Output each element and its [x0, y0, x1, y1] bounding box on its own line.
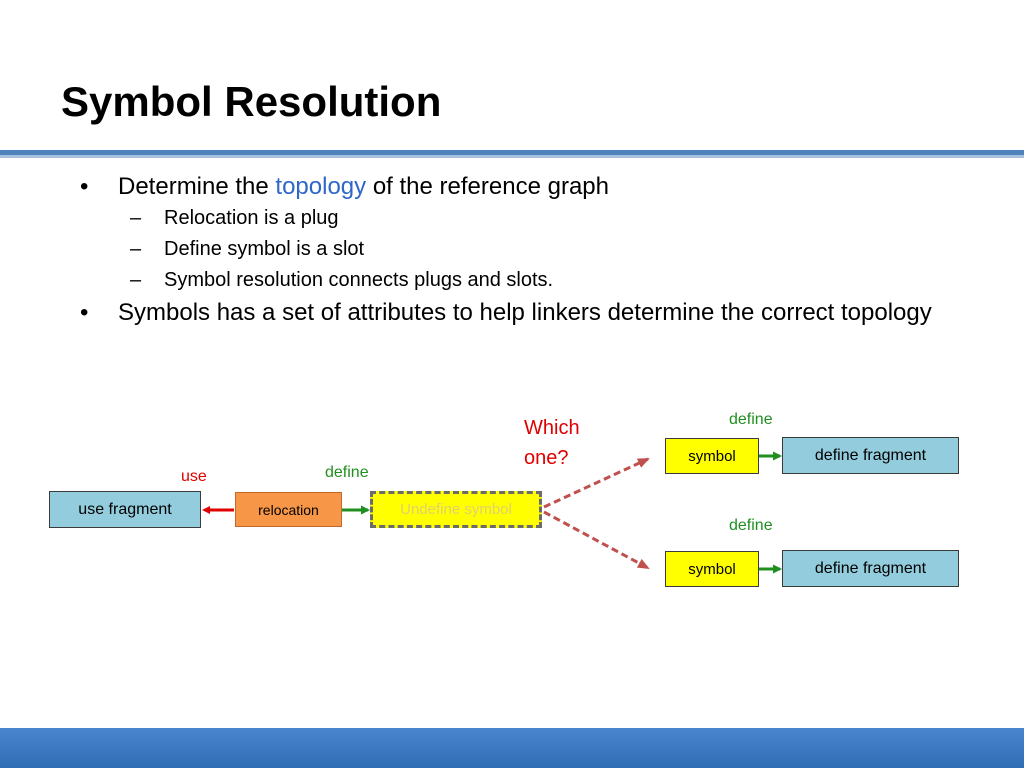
bullet-marker: • [80, 299, 89, 326]
sub-bullet-define: Define symbol is a slot [164, 238, 365, 260]
sub-bullet-marker: – [130, 269, 142, 291]
undefine-symbol-box: Undefine symbol [370, 491, 542, 528]
define-label-top: define [729, 411, 773, 428]
define-label-relocation: define [325, 464, 369, 481]
symbol-box-top: symbol [665, 438, 759, 474]
bullet-marker: • [80, 173, 89, 200]
title-divider [0, 150, 1024, 155]
symbol-box-bottom: symbol [665, 551, 759, 587]
slide-title: Symbol Resolution [61, 78, 442, 125]
candidate-arrow-top [543, 457, 650, 509]
use-fragment-box: use fragment [49, 491, 201, 528]
bullet-attributes: Symbols has a set of attributes to help … [118, 299, 932, 326]
define-fragment-box-bottom: define fragment [782, 550, 959, 587]
which-one-line2: one? [524, 447, 569, 469]
sub-bullet-resolution: Symbol resolution connects plugs and slo… [164, 269, 554, 291]
define-fragment-box-top: define fragment [782, 437, 959, 474]
which-one-line1: Which [524, 417, 580, 439]
bullet-topology-pre: Determine the [118, 173, 276, 200]
use-label: use [181, 468, 207, 485]
which-one-question: Which one? [524, 413, 604, 473]
sub-bullet-marker: – [130, 207, 142, 229]
bullet-topology-post: of the reference graph [366, 173, 609, 200]
candidate-arrow-bottom [543, 510, 650, 570]
bullet-topology: Determine the topology of the reference … [118, 173, 958, 201]
footer-bar [0, 728, 1024, 768]
sub-bullet-marker: – [130, 238, 142, 260]
relocation-box: relocation [235, 492, 342, 527]
sub-bullet-relocation: Relocation is a plug [164, 207, 339, 229]
title-divider-shadow [0, 155, 1024, 158]
define-label-bottom: define [729, 517, 773, 534]
topology-highlight: topology [275, 173, 367, 200]
